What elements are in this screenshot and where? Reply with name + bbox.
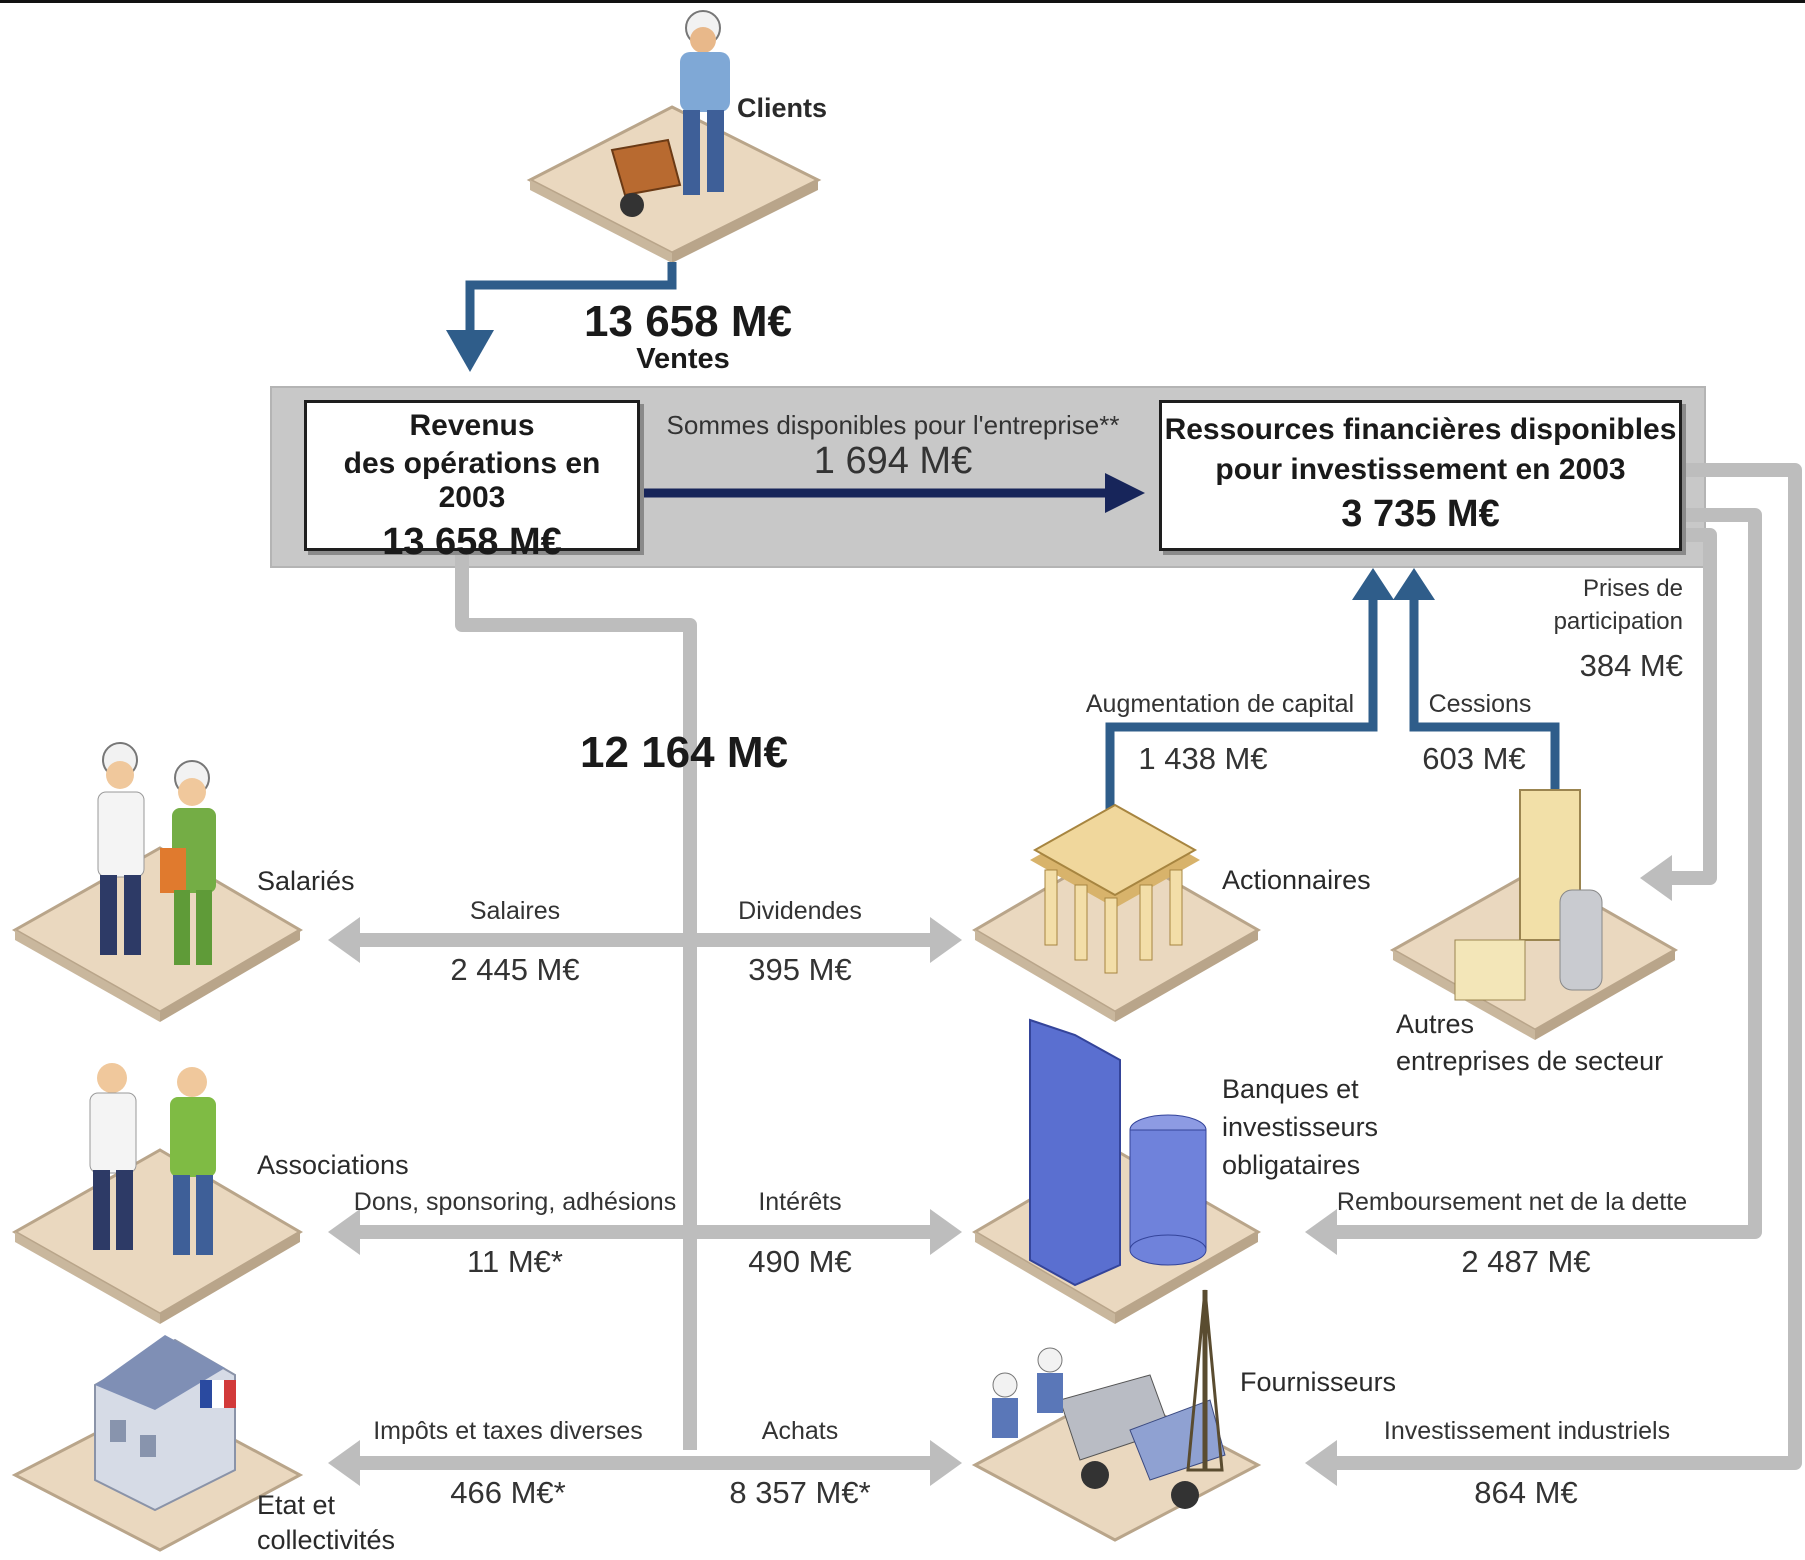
revenus-title-line2: des opérations en 2003: [343, 447, 601, 514]
ressources-title-line1: Ressources financières disponibles: [1164, 413, 1677, 446]
salaries-label: Salariés: [257, 866, 355, 896]
flow-distribution-trunk: [455, 550, 697, 1450]
prises-value: 384 M€: [1579, 648, 1683, 683]
arrowhead-sommes-disponibles: [1105, 473, 1145, 513]
arrowhead-salaires: [328, 917, 360, 963]
flow-prises: [1670, 528, 1717, 885]
clients-label: Clients: [737, 93, 828, 123]
salaries-workers-icon: [97, 742, 216, 965]
ventes-label: Ventes: [636, 343, 730, 375]
etat-label-line2: collectivités: [257, 1525, 396, 1555]
autres-label-line2: entreprises de secteur: [1396, 1046, 1664, 1076]
prises-label-line2: participation: [1553, 608, 1683, 635]
fournisseurs-truck-icon: [992, 1289, 1226, 1509]
associations-handshake-icon: [89, 1063, 216, 1255]
impots-value: 466 M€*: [450, 1475, 566, 1510]
top-border: [0, 0, 1805, 3]
actionnaires-temple-icon: [1030, 803, 1200, 974]
arrowhead-impots: [328, 1440, 360, 1486]
investissement-label: Investissement industriels: [1383, 1417, 1671, 1445]
autres-label-line1: Autres: [1396, 1009, 1475, 1039]
interets-value: 490 M€: [748, 1244, 852, 1279]
salaires-label: Salaires: [469, 897, 561, 925]
investissement-value: 864 M€: [1474, 1475, 1578, 1510]
cessions-label: Cessions: [1428, 690, 1532, 718]
dons-label: Dons, sponsoring, adhésions: [353, 1188, 677, 1216]
ressources-value: 3 735 M€: [1341, 493, 1500, 535]
ventes-value: 13 658 M€: [584, 297, 792, 346]
ressources-title-line2: pour investissement en 2003: [1215, 453, 1626, 486]
dons-value: 11 M€*: [467, 1244, 563, 1279]
actionnaires-label: Actionnaires: [1222, 865, 1371, 895]
sommes-disponibles-value: 1 694 M€: [813, 440, 973, 482]
flow-remboursement: [1335, 508, 1762, 1239]
impots-label: Impôts et taxes diverses: [373, 1417, 643, 1445]
flow-cessions: [1409, 590, 1560, 790]
fournisseurs-label: Fournisseurs: [1240, 1367, 1397, 1397]
arrowhead-augmentation: [1352, 568, 1394, 600]
arrowhead-prises: [1640, 855, 1672, 901]
prises-label-line1: Prises de: [1582, 575, 1683, 602]
achats-label: Achats: [761, 1417, 839, 1445]
flow-ventes: [465, 262, 677, 330]
revenus-value: 13 658 M€: [382, 521, 562, 563]
ressources-box: Ressources financières disponibles pour …: [1159, 400, 1682, 551]
flow-augmentation: [1105, 590, 1378, 825]
client-worker-icon: [610, 10, 730, 217]
augmentation-value: 1 438 M€: [1138, 741, 1268, 776]
remboursement-label: Remboursement net de la dette: [1336, 1188, 1688, 1216]
distribution-value: 12 164 M€: [580, 728, 788, 777]
dividendes-label: Dividendes: [738, 897, 862, 925]
etat-building-icon: [94, 1335, 236, 1512]
sommes-disponibles-label: Sommes disponibles pour l'entreprise**: [666, 410, 1120, 440]
revenus-title-line1: Revenus: [409, 409, 535, 442]
revenus-box: Revenus des opérations en 2003 13 658 M€: [304, 400, 640, 563]
arrowhead-dons: [328, 1209, 360, 1255]
achats-value: 8 357 M€*: [729, 1475, 871, 1510]
arrowhead-cessions: [1393, 568, 1435, 600]
arrowhead-ventes: [446, 330, 494, 372]
banques-label-line1: Banques et: [1222, 1074, 1359, 1104]
flow-investissement: [1335, 463, 1802, 1470]
banques-tower-icon: [1029, 1018, 1207, 1287]
banques-label-line2: investisseurs: [1222, 1112, 1379, 1142]
arrowhead-interets: [930, 1209, 962, 1255]
dividendes-value: 395 M€: [748, 952, 852, 987]
arrowhead-remboursement: [1305, 1209, 1337, 1255]
autres-entreprises-factory-icon: [1454, 789, 1603, 1001]
tile-associations: [11, 1148, 303, 1324]
cessions-value: 603 M€: [1422, 741, 1526, 776]
arrowhead-achats: [930, 1440, 962, 1486]
banques-label-line3: obligataires: [1222, 1150, 1361, 1180]
arrowhead-investissement: [1305, 1440, 1337, 1486]
remboursement-value: 2 487 M€: [1461, 1244, 1591, 1279]
associations-label: Associations: [257, 1150, 409, 1180]
arrowhead-dividendes: [930, 917, 962, 963]
interets-label: Intérêts: [758, 1188, 842, 1216]
tile-salaries: [11, 846, 303, 1022]
salaires-value: 2 445 M€: [450, 952, 580, 987]
etat-label-line1: Etat et: [257, 1490, 336, 1520]
augmentation-label: Augmentation de capital: [1085, 690, 1355, 718]
